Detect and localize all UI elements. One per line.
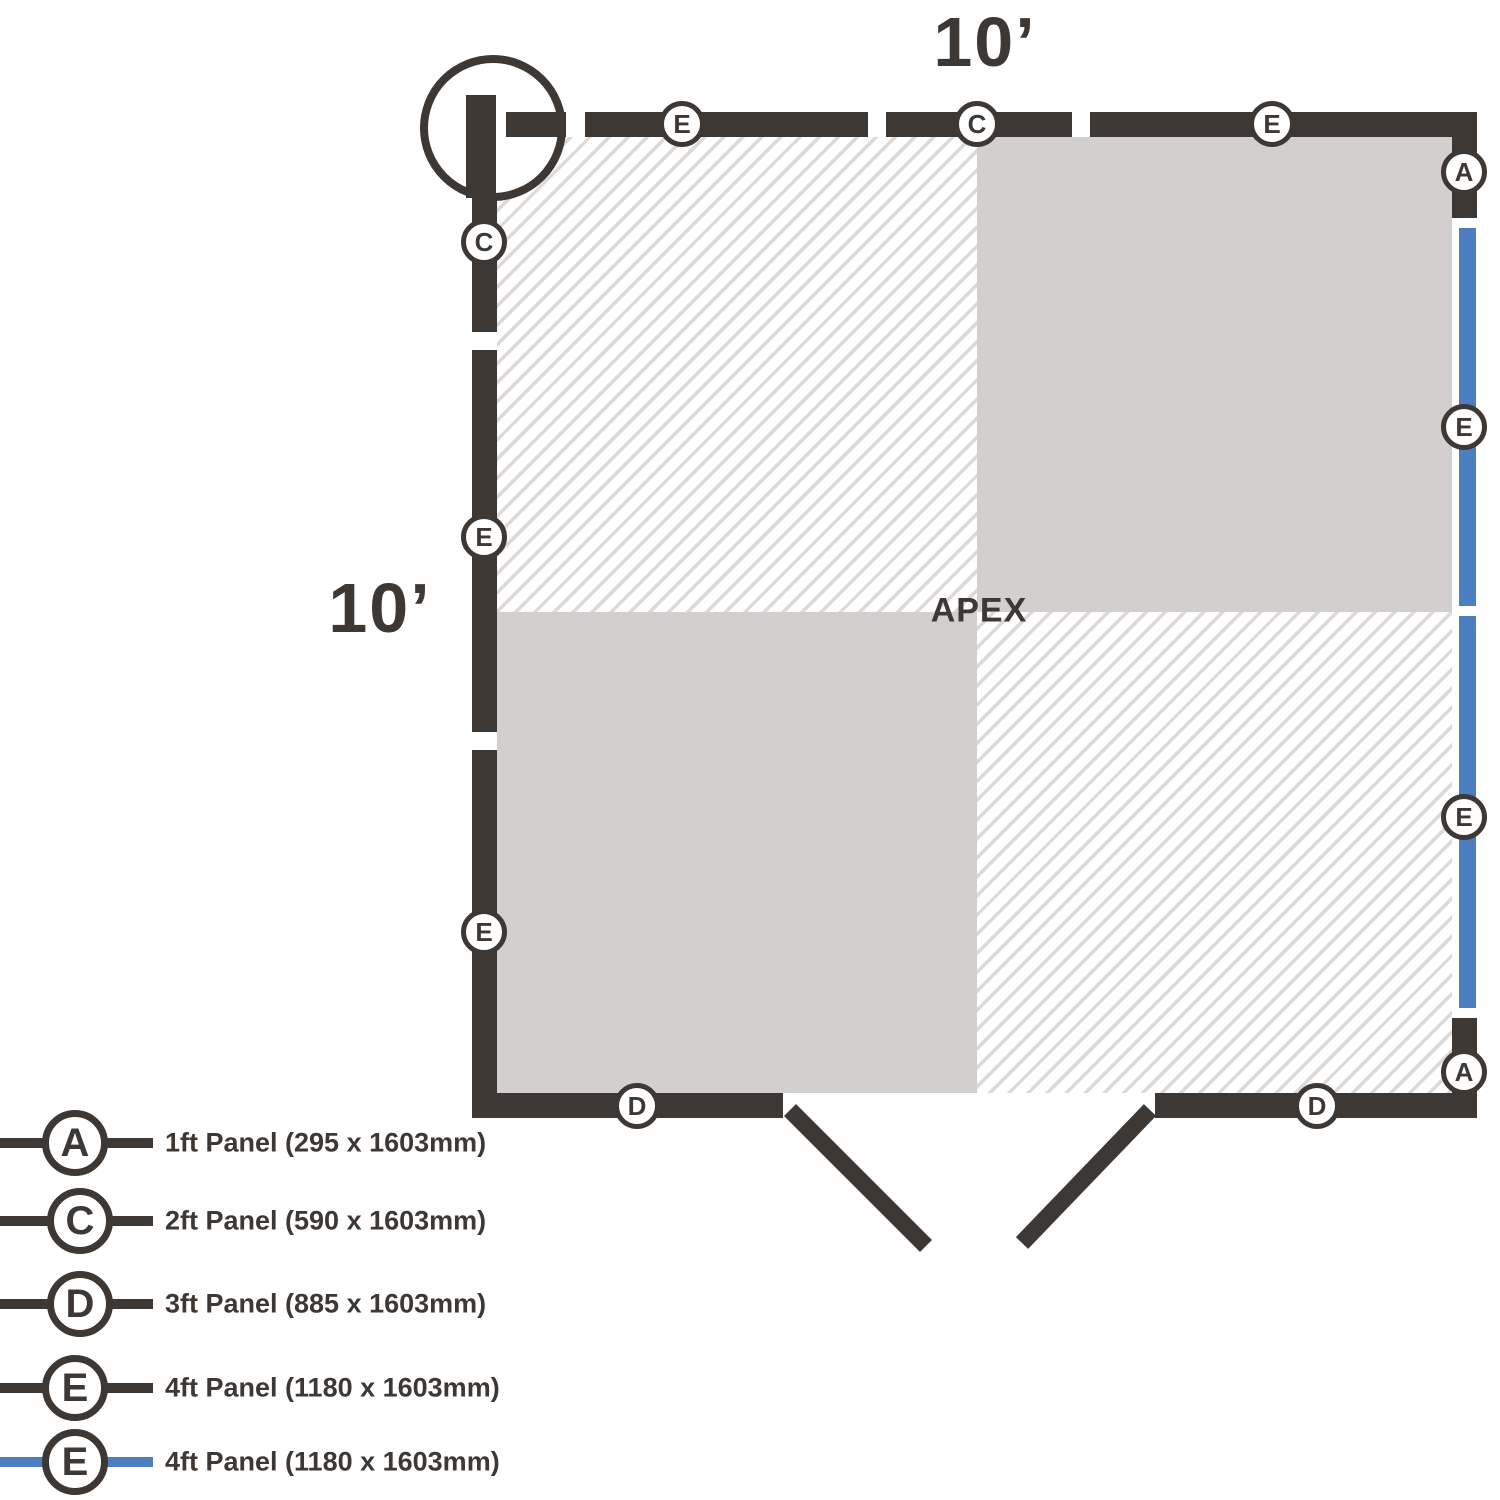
apex-label: APEX [930,591,1028,630]
quadrant-top-right-gray [977,137,1452,612]
legend-letter-e: E [61,1366,89,1410]
door-leaf-right [1015,1104,1157,1249]
legend-letter-d: D [65,1282,95,1326]
corner-joint-horizontal-bar [506,112,566,137]
panel-badge-top-3: E [1249,101,1295,147]
panel-badge-right-3: E [1441,794,1487,840]
panel-badge-bottom-2: D [1294,1083,1340,1129]
quadrant-bottom-right-hatched [977,612,1452,1093]
legend-label-e: 4ft Panel (1180 x 1603mm) [165,1372,500,1403]
quadrant-top-left-hatched [497,137,977,612]
legend-letter-e-blue: E [61,1440,89,1484]
legend-badge-e: E [42,1355,108,1421]
legend-badge-e-blue: E [42,1429,108,1495]
top-dimension-label: 10’ [933,3,1037,81]
quadrant-bottom-left-gray [497,612,977,1093]
panel-badge-left-3: E [461,909,507,955]
legend-letter-a: A [60,1121,90,1165]
legend-label-e-blue: 4ft Panel (1180 x 1603mm) [165,1446,500,1477]
door-leaf-left [783,1103,933,1253]
panel-badge-top-1: E [659,101,705,147]
panel-badge-bottom-1: D [614,1083,660,1129]
panel-badge-left-2: E [461,514,507,560]
panel-badge-top-2: C [954,101,1000,147]
panel-badge-right-2: E [1441,404,1487,450]
legend-badge-d: D [47,1271,113,1337]
legend-label-c: 2ft Panel (590 x 1603mm) [165,1205,487,1236]
legend-label-d: 3ft Panel (885 x 1603mm) [165,1288,487,1319]
legend-badge-a: A [42,1110,108,1176]
panel-badge-left-1: C [461,219,507,265]
left-dimension-label: 10’ [328,569,432,647]
corner-joint-vertical-bar [466,95,496,198]
wall-top-segment-1 [585,112,868,137]
legend-letter-c: C [65,1199,95,1243]
panel-badge-right-1: A [1441,149,1487,195]
panel-badge-right-4: A [1441,1049,1487,1095]
legend-badge-c: C [47,1188,113,1254]
legend-label-a: 1ft Panel (295 x 1603mm) [165,1127,487,1158]
